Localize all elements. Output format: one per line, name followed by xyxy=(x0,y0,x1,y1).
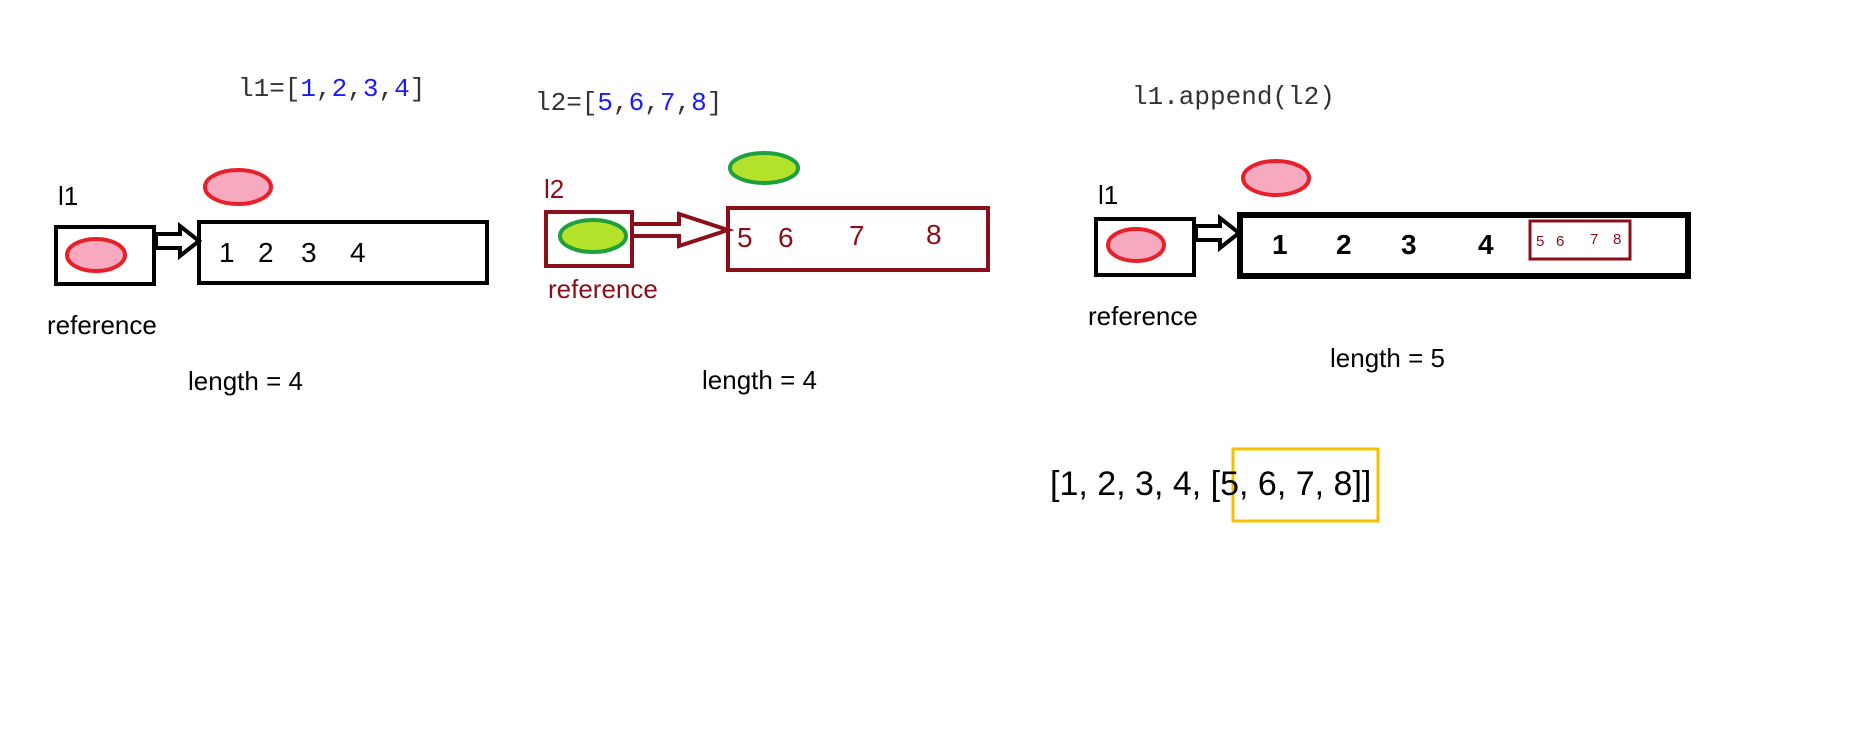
pointer-arrow xyxy=(630,211,735,249)
length-label: length = 4 xyxy=(188,366,303,396)
reference-box xyxy=(54,225,156,286)
reference-label: reference xyxy=(47,310,157,340)
nested-element-6: 6 xyxy=(1556,233,1564,250)
element-7: 7 xyxy=(849,220,865,251)
length-label: length = 4 xyxy=(702,365,817,395)
element-1: 1 xyxy=(219,237,235,268)
list-storage-box xyxy=(726,206,990,272)
nested-list-box xyxy=(1528,219,1632,261)
pointer-arrow xyxy=(154,221,203,261)
element-8: 8 xyxy=(926,219,942,250)
reference-ellipse xyxy=(65,237,127,273)
element-2: 2 xyxy=(258,237,274,268)
element-3: 3 xyxy=(301,237,317,268)
reference-label: reference xyxy=(1088,301,1198,331)
result-text: [1, 2, 3, 4, [5, 6, 7, 8]] xyxy=(1050,465,1371,503)
panel-l1: l1=[1,2,3,4] l1 1 2 3 4 reference length… xyxy=(47,74,489,396)
pointer-arrow xyxy=(1194,213,1243,253)
nested-element-5: 5 xyxy=(1536,233,1544,250)
highlight-box xyxy=(1231,447,1380,523)
element-1: 1 xyxy=(1272,229,1288,260)
list-object-ellipse xyxy=(1241,159,1311,197)
variable-label-l2: l2 xyxy=(544,174,564,204)
panel-append: l1.append(l2) l1 1 2 3 4 5 6 7 8 referen… xyxy=(1088,82,1691,373)
reference-ellipse xyxy=(1106,227,1166,263)
element-4: 4 xyxy=(1478,229,1494,260)
length-label: length = 5 xyxy=(1330,343,1445,373)
element-2: 2 xyxy=(1336,229,1352,260)
element-5: 5 xyxy=(737,222,753,253)
list-storage-box xyxy=(197,220,489,285)
reference-box xyxy=(1094,217,1196,277)
reference-ellipse xyxy=(558,218,628,254)
list-storage-box xyxy=(1237,212,1691,279)
panel-l2: l2=[5,6,7,8] l2 5 6 7 8 reference length… xyxy=(535,88,990,395)
code-l1-definition: l1=[1,2,3,4] xyxy=(238,74,425,104)
result-highlighted-items: 5, 6, 7, 8 xyxy=(1220,465,1352,503)
element-4: 4 xyxy=(350,237,366,268)
nested-element-8: 8 xyxy=(1613,231,1621,248)
code-l2-definition: l2=[5,6,7,8] xyxy=(535,88,722,118)
variable-label-l1: l1 xyxy=(1098,180,1118,210)
reference-label: reference xyxy=(548,274,658,304)
nested-element-7: 7 xyxy=(1590,231,1598,248)
variable-label-l1: l1 xyxy=(58,181,78,211)
element-6: 6 xyxy=(778,222,794,253)
code-append: l1.append(l2) xyxy=(1132,82,1335,112)
reference-box xyxy=(544,210,634,268)
result-expression: [1, 2, 3, 4, [5, 6, 7, 8]] xyxy=(1050,447,1380,523)
element-3: 3 xyxy=(1401,229,1417,260)
list-object-ellipse xyxy=(203,168,273,206)
list-object-ellipse xyxy=(728,151,800,185)
